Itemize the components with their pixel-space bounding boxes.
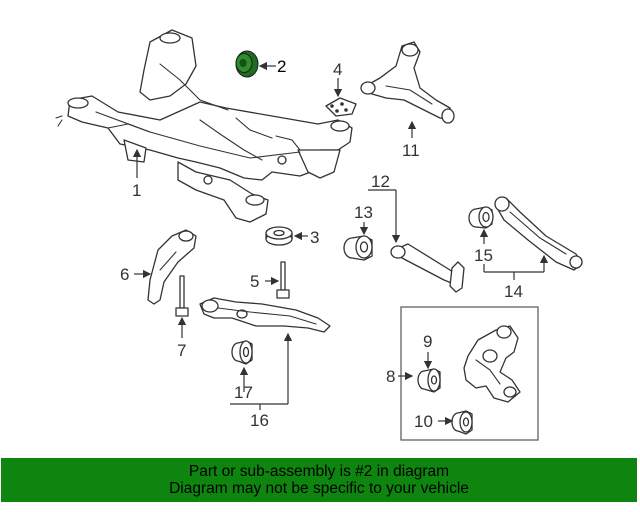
bolt-long-part[interactable] [175, 275, 189, 317]
callout-17: 17 [234, 383, 253, 402]
callout-11: 11 [402, 141, 420, 160]
callout-5: 5 [250, 272, 259, 291]
callout-16: 16 [250, 411, 269, 430]
knuckle-bushing-upper-part[interactable] [417, 368, 441, 393]
bushing-part-highlighted[interactable] [235, 50, 259, 78]
bracket-part[interactable] [147, 229, 197, 305]
knuckle-part[interactable] [463, 325, 521, 403]
footer-line-1: Part or sub-assembly is #2 in diagram [188, 463, 450, 480]
callout-1: 1 [132, 181, 141, 200]
callout-9: 9 [423, 332, 432, 351]
plate-part[interactable] [325, 97, 357, 117]
trailing-link-part[interactable] [494, 196, 583, 271]
lateral-link-bushing-part[interactable] [343, 235, 373, 261]
callout-15: 15 [474, 246, 493, 265]
callout-3: 3 [310, 228, 319, 247]
upper-arm-part[interactable] [360, 41, 455, 124]
lower-arm-bushing-part[interactable] [231, 340, 253, 365]
lateral-link-part[interactable] [390, 243, 465, 293]
footer-banner: Part or sub-assembly is #2 in diagram Di… [1, 458, 637, 502]
callout-6: 6 [120, 265, 129, 284]
callout-8: 8 [386, 367, 395, 386]
trailing-link-bushing-part[interactable] [468, 206, 494, 229]
knuckle-bushing-lower-part[interactable] [451, 410, 473, 435]
callout-2: 2 [277, 57, 286, 76]
callout-4: 4 [333, 60, 342, 79]
parts-diagram: 1 2 3 4 5 6 7 8 9 10 11 12 13 14 15 16 1… [55, 29, 583, 441]
callout-labels: 1 2 3 4 5 6 7 8 9 10 11 12 13 14 15 16 1… [120, 57, 523, 431]
bolt-part[interactable] [276, 261, 290, 299]
callout-12: 12 [371, 172, 390, 191]
crossmember-part[interactable] [55, 29, 353, 223]
callout-10: 10 [414, 412, 433, 431]
lower-arm-part[interactable] [199, 297, 331, 333]
callout-7: 7 [177, 341, 186, 360]
leader-lines [132, 61, 549, 426]
stopper-washer-part[interactable] [265, 226, 293, 246]
callout-13: 13 [354, 203, 373, 222]
footer-line-2: Diagram may not be specific to your vehi… [169, 480, 469, 497]
callout-14: 14 [504, 282, 523, 301]
